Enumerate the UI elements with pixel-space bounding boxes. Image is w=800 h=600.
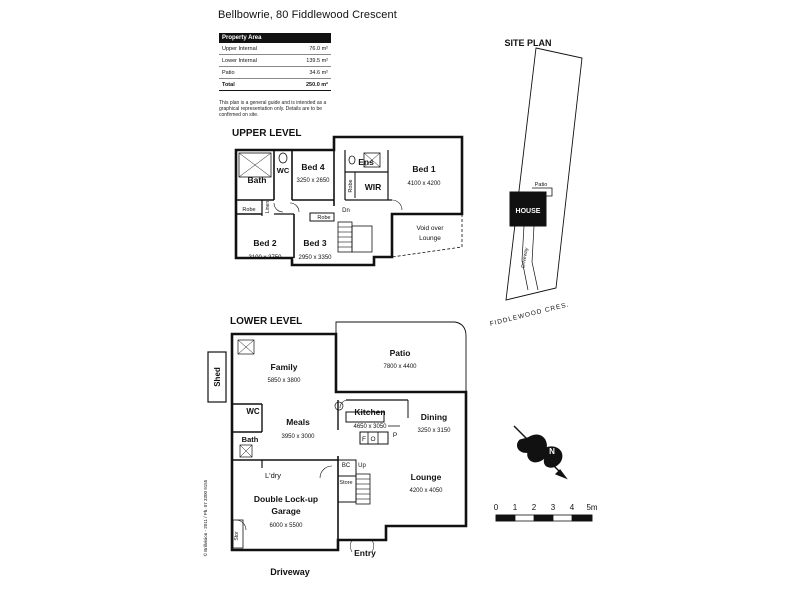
area-total-value: 250.0 m² bbox=[285, 78, 331, 91]
garage-store-label: Stor bbox=[234, 531, 240, 541]
room-wir-label: WIR bbox=[365, 182, 382, 192]
room-garage-name-line1: Double Lock-up bbox=[254, 494, 318, 504]
room-bed2-name: Bed 2 bbox=[253, 238, 276, 248]
area-value: 76.0 m² bbox=[285, 43, 331, 55]
copyright-text: © Brillvision - 2011 / Ph. 07 3300 9155 bbox=[202, 479, 208, 556]
compass-rose bbox=[513, 425, 568, 480]
room-garage-name-line2: Garage bbox=[271, 506, 301, 516]
room-lounge-dims: 4200 x 4050 bbox=[409, 488, 443, 494]
room-bath-lower-label: Bath bbox=[242, 435, 259, 444]
site-house-label: HOUSE bbox=[516, 208, 541, 215]
bc-label: BC bbox=[342, 463, 351, 469]
room-kitchen-name: Kitchen bbox=[354, 407, 385, 417]
room-family-dims: 5850 x 3800 bbox=[267, 378, 301, 384]
area-label: Patio bbox=[219, 66, 286, 79]
upper-level-heading: UPPER LEVEL bbox=[232, 128, 301, 139]
room-bed4-name: Bed 4 bbox=[301, 162, 324, 172]
room-patio-name: Patio bbox=[390, 348, 411, 358]
scale-label-5m: 5m bbox=[586, 503, 597, 512]
void-label: Void over bbox=[416, 225, 444, 232]
scale-label-1: 1 bbox=[513, 503, 518, 512]
room-wc-label: WC bbox=[277, 166, 290, 175]
scale-label-2: 2 bbox=[532, 503, 537, 512]
table-row: Lower Internal 139.5 m² bbox=[219, 54, 331, 67]
scale-label-4: 4 bbox=[570, 503, 575, 512]
area-label: Lower Internal bbox=[219, 54, 286, 67]
table-row: Patio 34.6 m² bbox=[219, 66, 331, 79]
room-family-name: Family bbox=[271, 362, 298, 372]
lower-level-plan bbox=[207, 321, 468, 553]
room-lounge-name: Lounge bbox=[411, 472, 442, 482]
scale-label-0: 0 bbox=[494, 503, 499, 512]
disclaimer-text: This plan is a general guide and is inte… bbox=[219, 100, 327, 118]
room-patio-dims: 7800 x 4400 bbox=[383, 364, 417, 370]
driveway-label: Driveway bbox=[270, 567, 310, 577]
room-dining-name: Dining bbox=[421, 412, 447, 422]
room-laundry-label: L'dry bbox=[265, 471, 281, 480]
shed-label: Shed bbox=[213, 367, 222, 387]
site-patio-label: Patio bbox=[535, 182, 548, 188]
store-label: Store bbox=[339, 480, 352, 486]
room-robe-label: Robe bbox=[317, 215, 330, 221]
room-meals-name: Meals bbox=[286, 417, 310, 427]
area-value: 34.6 m² bbox=[285, 66, 331, 79]
pantry-label: P bbox=[393, 432, 397, 439]
stairs-up-label: Up bbox=[358, 463, 366, 469]
room-bed4-dims: 3250 x 2650 bbox=[296, 178, 330, 184]
site-driveway-label: Driveway bbox=[520, 247, 530, 269]
site-plan bbox=[505, 47, 583, 301]
area-label: Upper Internal bbox=[219, 43, 286, 55]
site-street-label: FIDDLEWOOD CRES. bbox=[489, 301, 570, 328]
room-dining-dims: 3250 x 3150 bbox=[417, 428, 451, 434]
room-bed3-name: Bed 3 bbox=[303, 238, 326, 248]
room-bed3-dims: 2950 x 3350 bbox=[298, 255, 332, 261]
plan-title: Bellbowrie, 80 Fiddlewood Crescent bbox=[218, 9, 397, 21]
lower-level-heading: LOWER LEVEL bbox=[230, 316, 302, 327]
room-wc-lower-label: WC bbox=[246, 407, 260, 416]
room-linen-label: Linen bbox=[265, 201, 271, 213]
room-robe-label: Robe bbox=[242, 207, 255, 213]
room-bed1-name: Bed 1 bbox=[412, 164, 435, 174]
table-row: Upper Internal 76.0 m² bbox=[219, 43, 331, 55]
upper-level-plan bbox=[234, 135, 464, 267]
fridge-label: F bbox=[362, 436, 366, 443]
scale-label-3: 3 bbox=[551, 503, 556, 512]
room-meals-dims: 3950 x 3000 bbox=[281, 434, 315, 440]
room-entry-label: Entry bbox=[354, 548, 376, 558]
room-garage-dims: 6000 x 5500 bbox=[269, 523, 303, 529]
void-lounge-label: Lounge bbox=[419, 235, 441, 242]
room-bed2-dims: 3100 x 3750 bbox=[248, 255, 282, 261]
area-value: 139.5 m² bbox=[285, 54, 331, 67]
room-ens-label: Ens bbox=[358, 157, 374, 167]
room-kitchen-dims: 4650 x 3050 bbox=[353, 424, 387, 430]
room-bed1-dims: 4100 x 4200 bbox=[407, 181, 441, 187]
property-area-table: Property Area Upper Internal 76.0 m² Low… bbox=[219, 33, 331, 91]
site-plan-heading: SITE PLAN bbox=[504, 38, 551, 48]
area-total-label: Total bbox=[219, 78, 286, 91]
oven-label: O bbox=[370, 436, 375, 443]
room-robe-label: Robe bbox=[348, 179, 354, 192]
table-row-total: Total 250.0 m² bbox=[219, 78, 331, 91]
stairs-down-label: Dn bbox=[342, 208, 350, 214]
compass-north-letter: N bbox=[549, 447, 555, 456]
scale-bar bbox=[495, 514, 593, 522]
area-table-heading: Property Area bbox=[219, 33, 331, 43]
room-bath-label: Bath bbox=[248, 175, 267, 185]
